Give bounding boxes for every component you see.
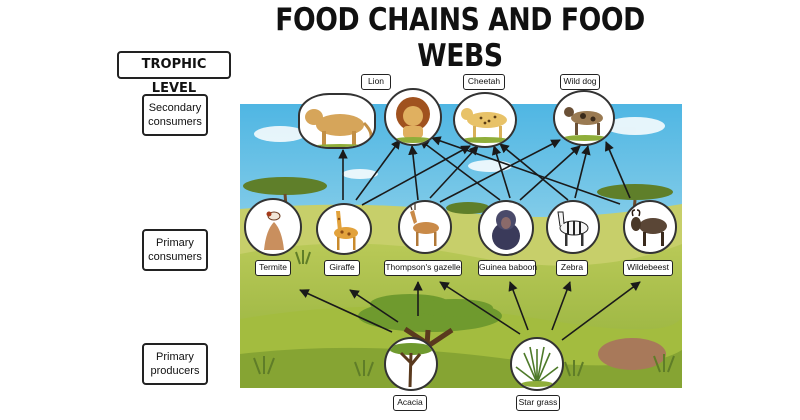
level-label-line1: Primary	[156, 237, 194, 249]
arrow-stargrass-baboon	[508, 281, 529, 331]
label-star-grass: Star grass	[516, 395, 560, 411]
acacia-image	[384, 337, 438, 391]
arrow-stargrass-zebra	[551, 281, 572, 331]
label-giraffe: Giraffe	[324, 260, 360, 276]
arrow-wildebeest-lion	[431, 136, 621, 205]
lion-icon	[393, 97, 433, 143]
arrow-acacia-termite	[299, 289, 393, 333]
cheetah-icon	[461, 108, 509, 143]
arrow-baboon-cheetah	[491, 145, 511, 199]
label-acacia: Acacia	[393, 395, 427, 411]
cheetah-image	[453, 92, 517, 148]
label-guinea-baboon: Guinea baboon	[478, 260, 537, 276]
gazelle-image	[398, 200, 452, 254]
arrow-giraffe-lion-2	[355, 139, 401, 201]
lion-female-image	[298, 93, 376, 149]
label-termite: Termite	[255, 260, 291, 276]
label-lion: Lion	[361, 74, 391, 90]
level-label-line2: consumers	[148, 116, 202, 128]
label-cheetah: Cheetah	[463, 74, 505, 90]
baboon-icon	[492, 210, 520, 250]
arrow-stargrass-gazelle	[439, 281, 521, 335]
level-primary-producers: Primary producers	[142, 343, 208, 385]
label-wild-dog: Wild dog	[560, 74, 600, 90]
level-label-line2: producers	[150, 365, 200, 377]
page-title: FOOD CHAINS AND FOOD WEBS	[275, 2, 645, 74]
termite-icon	[264, 211, 284, 250]
baboon-image	[478, 200, 534, 256]
gazelle-icon	[409, 203, 439, 246]
arrow-stargrass-wildebeest	[561, 281, 641, 341]
giraffe-icon	[334, 211, 358, 250]
level-label-line1: Primary	[156, 351, 194, 363]
wild-dog-image	[553, 90, 615, 146]
lioness-icon	[305, 109, 373, 147]
label-thompsons-gazelle: Thompson's gazelle	[384, 260, 462, 276]
level-label-line2: consumers	[148, 251, 202, 263]
arrow-baboon-wilddog	[519, 145, 581, 201]
termite-image	[244, 198, 302, 256]
arrow-acacia-giraffe	[349, 289, 399, 323]
star-grass-image	[510, 337, 564, 391]
zebra-image	[546, 200, 600, 254]
arrow-zebra-cheetah	[499, 143, 569, 201]
giraffe-image	[316, 203, 372, 255]
arrow-gazelle-wilddog	[439, 139, 561, 203]
label-wildebeest: Wildebeest	[623, 260, 673, 276]
label-zebra: Zebra	[556, 260, 588, 276]
trophic-level-heading: TROPHIC LEVEL	[117, 51, 231, 96]
lion-image	[384, 88, 442, 146]
level-primary-consumers: Primary consumers	[142, 229, 208, 271]
star-grass-icon	[515, 346, 559, 387]
level-label-line1: Secondary	[148, 102, 202, 114]
acacia-tree-icon	[389, 343, 433, 388]
zebra-icon	[557, 211, 589, 246]
wildebeest-image	[623, 200, 677, 254]
arrow-baboon-lion	[419, 139, 501, 201]
wildebeest-icon	[631, 209, 667, 246]
level-secondary-consumers: Secondary consumers	[142, 94, 208, 136]
arrow-gazelle-lion	[408, 145, 419, 201]
arrow-wildebeest-wilddog	[604, 141, 631, 199]
wild-dog-icon	[563, 107, 607, 141]
arrow-gazelle-cheetah	[429, 145, 479, 199]
